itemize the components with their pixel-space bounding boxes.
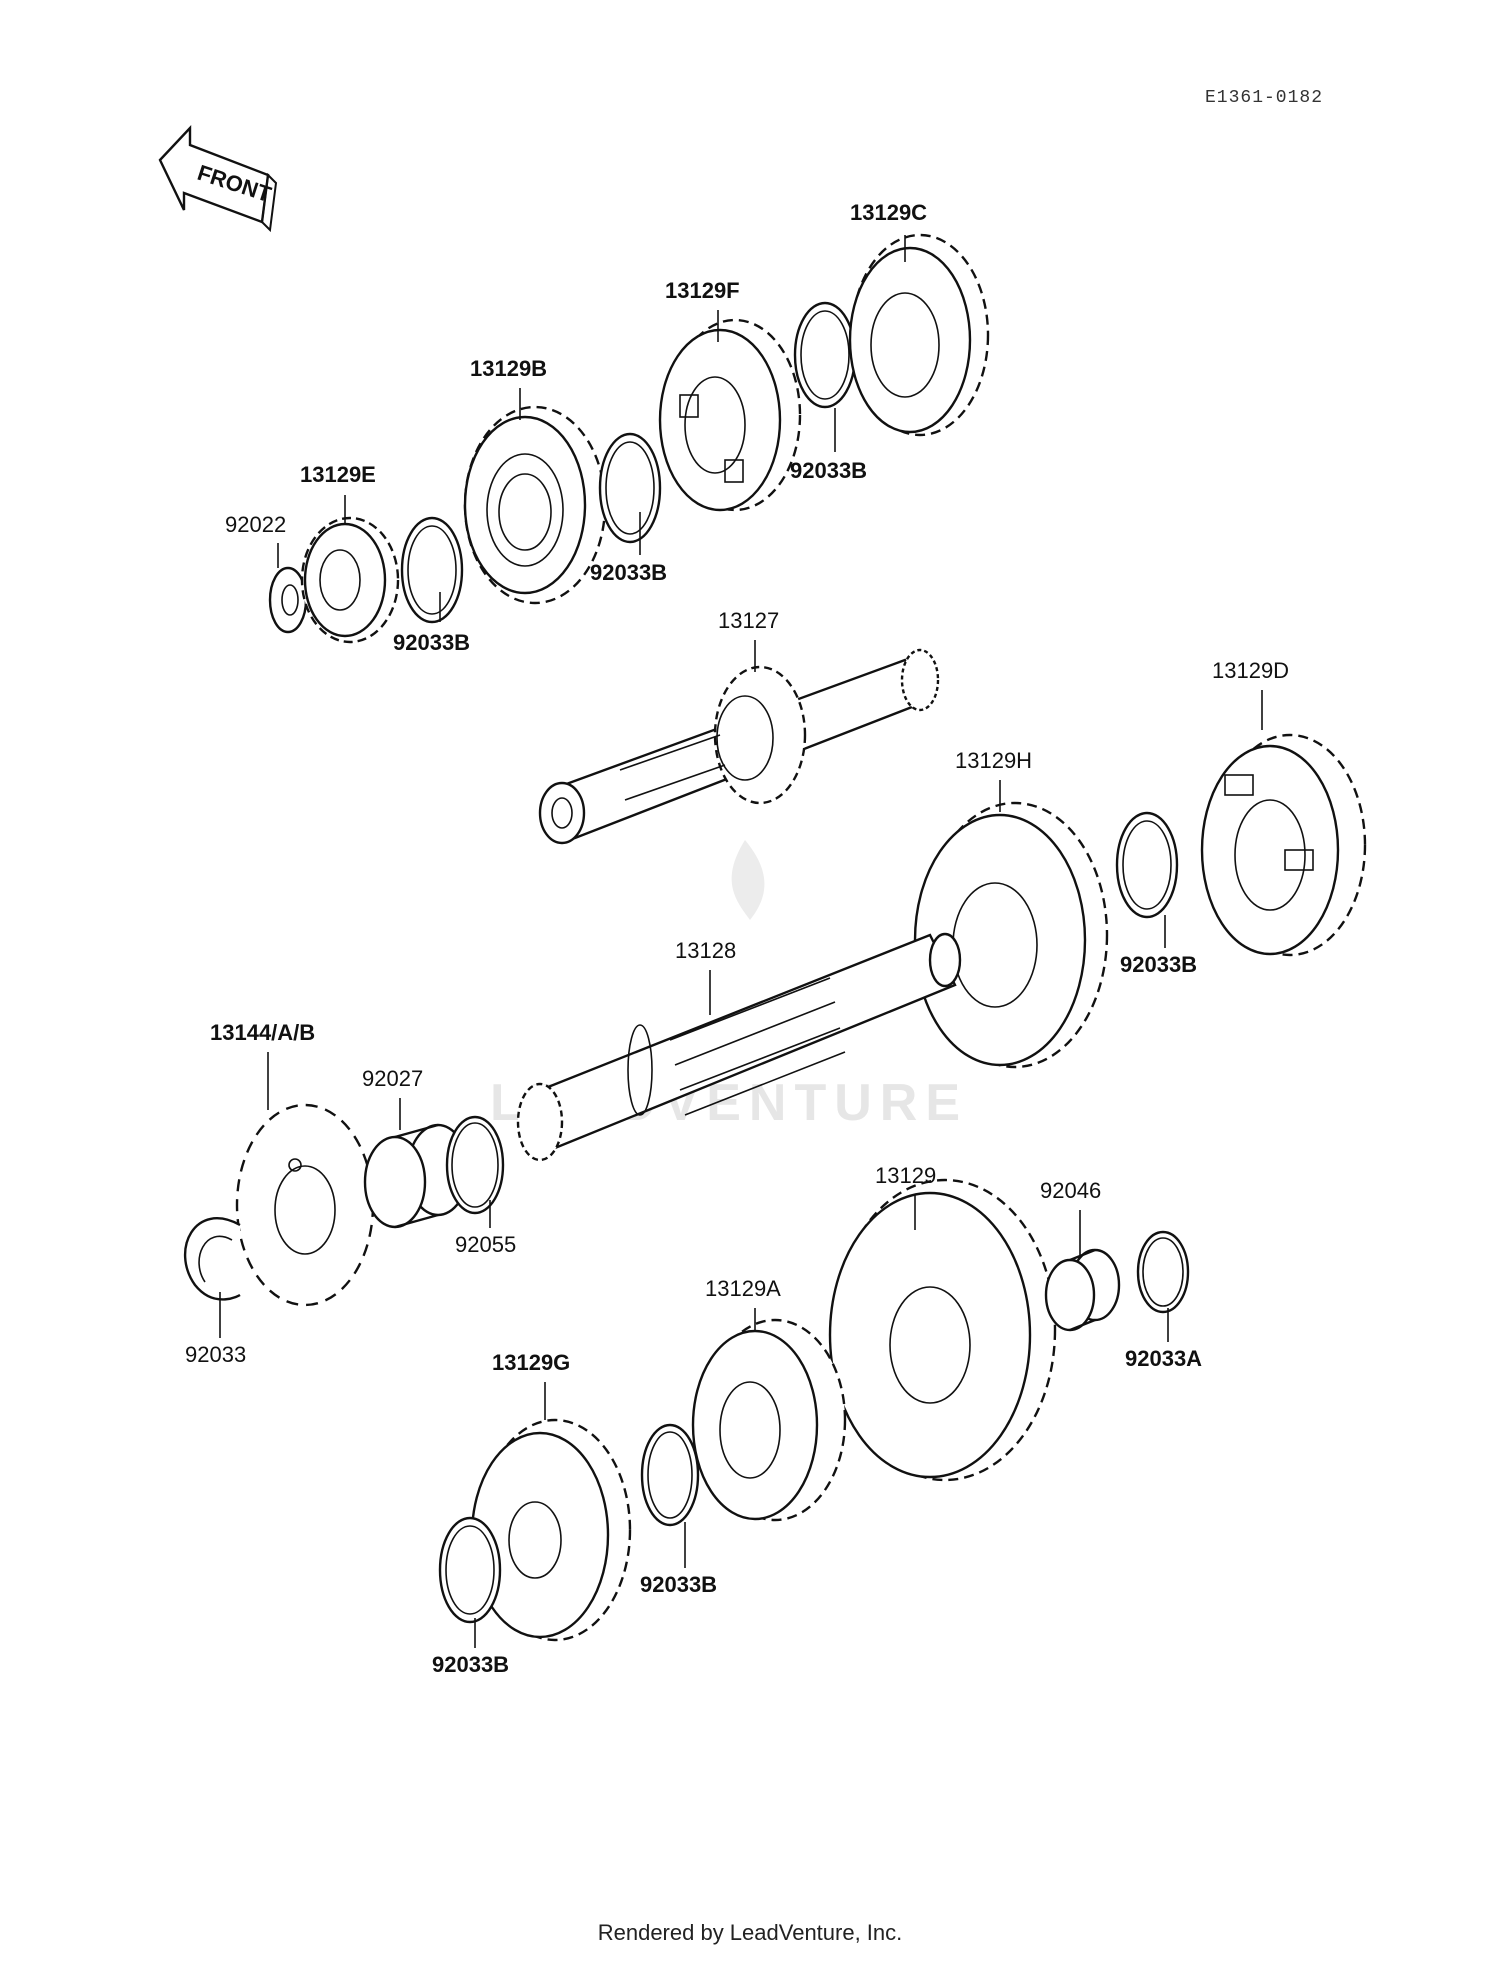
gear-13129C [848,233,990,437]
gear-13129A [691,1318,847,1522]
circlip-92033 [184,1217,241,1301]
label-92033B-a: 92033B [393,630,470,655]
circlip-92033B-a [400,516,464,624]
label-92033B-d: 92033B [1120,952,1197,977]
gear-13129G [470,1418,632,1642]
front-arrow-icon: FRONT [158,124,278,233]
label-13127: 13127 [718,608,779,633]
label-92033B-f: 92033B [432,1652,509,1677]
shaft-13128 [516,932,962,1162]
label-92033B-c: 92033B [790,458,867,483]
washer-92022 [268,566,308,634]
circlip-92033B-e [640,1423,700,1527]
label-92033B-e: 92033B [640,1572,717,1597]
label-13129C: 13129C [850,200,927,225]
circlip-92033A [1136,1230,1190,1314]
drawing-code: E1361-0182 [1205,88,1324,108]
gear-13129B [463,405,607,605]
gear-13129D [1200,733,1367,957]
circlip-92033B-d [1115,811,1179,919]
leader-lines [219,235,1263,1648]
label-13144AB: 13144/A/B [210,1020,315,1045]
part-labels: 13129C 13129F 13129B 13129E 92022 92033B… [185,200,1289,1677]
gear-13129 [828,1178,1057,1482]
circlip-92033B-c [793,301,857,409]
label-13129: 13129 [875,1163,936,1188]
shaft-13127 [538,648,940,845]
label-13129B: 13129B [470,356,547,381]
label-92033: 92033 [185,1342,246,1367]
label-92046: 92046 [1040,1178,1101,1203]
label-13129E: 13129E [300,462,376,487]
circlip-92033B-b [598,432,662,544]
circlip-92033B-f [438,1516,502,1624]
label-92027: 92027 [362,1066,423,1091]
sprocket-13144AB [235,1103,375,1307]
label-13129G: 13129G [492,1350,570,1375]
label-92033A: 92033A [1125,1346,1202,1371]
label-92033B-b: 92033B [590,560,667,585]
label-92022: 92022 [225,512,286,537]
gear-13129E [300,516,400,644]
gear-13129F [658,318,802,512]
label-13129D: 13129D [1212,658,1289,683]
label-13129A: 13129A [705,1276,781,1301]
label-13129H: 13129H [955,748,1032,773]
label-13128: 13128 [675,938,736,963]
oring-92055 [445,1115,505,1215]
label-92055: 92055 [455,1232,516,1257]
footer-credit: Rendered by LeadVenture, Inc. [597,1920,903,1945]
label-13129F: 13129F [665,278,740,303]
bearing-92046 [1044,1248,1121,1332]
